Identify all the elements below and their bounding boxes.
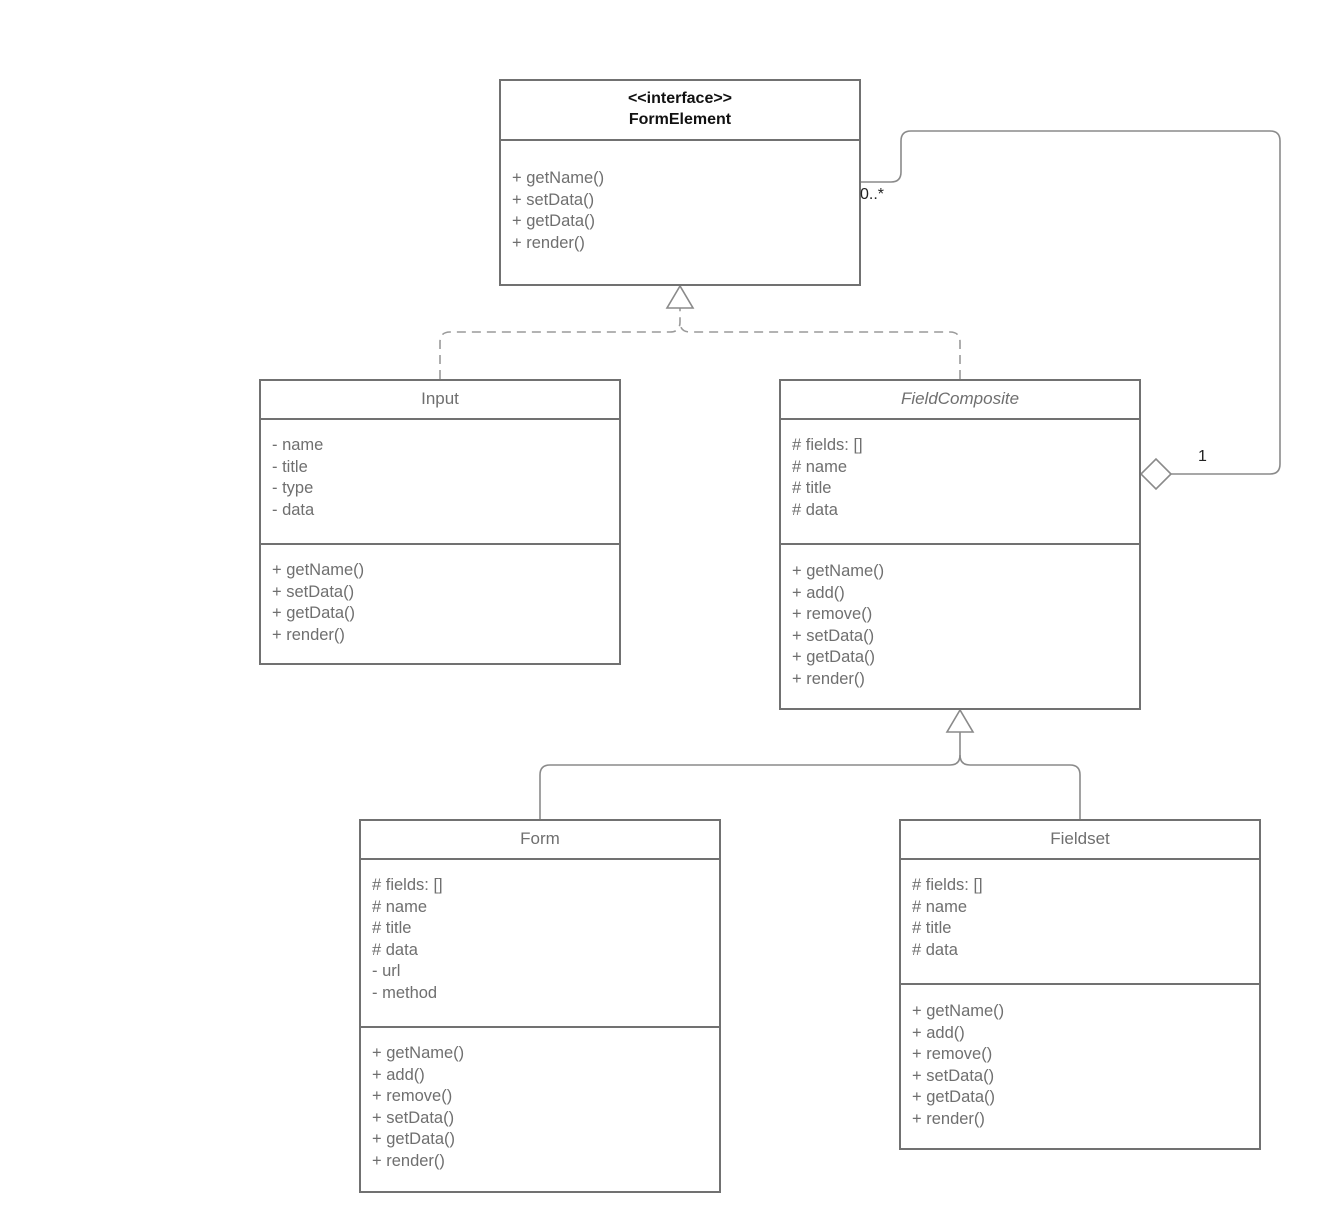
method-item: + render() [512,233,585,252]
attribute-item: - data [272,500,315,519]
fieldset-header: Fieldset [901,821,1259,860]
method-item: + getName() [512,169,605,187]
fieldcomposite-attributes: # fields: [] # name # title # data [781,420,1139,545]
method-item: + setData() [272,582,355,601]
attribute-item: - title [272,457,308,476]
method-item: + getData() [272,604,355,623]
method-item: + setData() [792,626,875,645]
method-item: + getData() [512,212,595,231]
formelement-interface-box: <<interface>> FormElement + getName() + … [499,79,861,286]
attribute-item: - name [272,436,324,454]
attribute-item: # data [372,940,418,959]
realization-line-fieldcomposite [679,321,961,379]
attribute-item: # title [372,919,412,938]
method-item: + remove() [792,605,873,624]
aggregation-line [861,130,1281,475]
method-item: + setData() [912,1066,995,1085]
form-header: Form [361,821,719,860]
fieldset-class-box: Fieldset # fields: [] # name # title # d… [899,819,1261,1150]
input-methods: + getName() + setData() + getData() + re… [261,545,619,646]
fieldcomposite-header: FieldComposite [781,381,1139,420]
formelement-header: <<interface>> FormElement [501,81,859,141]
multiplicity-many-label: 0..* [860,186,885,203]
attribute-item: - url [372,962,401,981]
method-item: + getData() [792,648,875,667]
generalization-line-form [539,732,961,819]
method-item: + setData() [512,190,595,209]
method-item: + getName() [792,562,885,580]
fieldset-methods: + getName() + add() + remove() + setData… [901,985,1259,1131]
formelement-methods: + getName() + setData() + getData() + re… [501,141,859,254]
method-item: + add() [912,1023,965,1042]
attribute-item: - method [372,983,438,1002]
method-item: + add() [792,583,845,602]
method-item: + getName() [272,561,365,579]
class-name: Form [520,829,560,848]
method-item: + add() [372,1065,425,1084]
attribute-item: - type [272,479,314,498]
fieldset-attributes: # fields: [] # name # title # data [901,860,1259,985]
interface-stereotype: <<interface>> [627,90,733,107]
input-attributes: - name - title - type - data [261,420,619,545]
method-item: + setData() [372,1108,455,1127]
attribute-item: # fields: [] [372,876,443,894]
method-item: + render() [912,1109,985,1128]
form-methods: + getName() + add() + remove() + setData… [361,1028,719,1173]
attribute-item: # data [792,500,838,519]
form-class-box: Form # fields: [] # name # title # data … [359,819,721,1193]
attribute-item: # name [372,897,428,916]
method-item: + getData() [912,1088,995,1107]
class-name: FieldComposite [900,389,1020,408]
realization-line-input [439,308,681,379]
method-item: + getName() [372,1044,465,1062]
method-item: + render() [272,625,345,644]
input-header: Input [261,381,619,420]
interface-name: FormElement [628,111,732,128]
method-item: + remove() [372,1087,453,1106]
aggregation-diamond [1139,457,1173,491]
realization-arrowhead [665,284,695,309]
fieldcomposite-class-box: FieldComposite # fields: [] # name # tit… [779,379,1141,710]
attribute-item: # fields: [] [912,876,983,894]
class-name: Fieldset [1050,829,1110,848]
attribute-item: # data [912,940,958,959]
method-item: + getData() [372,1130,455,1149]
method-item: + render() [372,1151,445,1170]
generalization-arrowhead [945,708,975,733]
attribute-item: # fields: [] [792,436,863,454]
method-item: + remove() [912,1045,993,1064]
form-attributes: # fields: [] # name # title # data - url… [361,860,719,1028]
fieldcomposite-methods: + getName() + add() + remove() + setData… [781,545,1139,691]
attribute-item: # name [912,897,968,916]
input-class-box: Input - name - title - type - data + get… [259,379,621,665]
multiplicity-one-label: 1 [1198,448,1207,465]
attribute-item: # title [912,919,952,938]
attribute-item: # name [792,457,848,476]
method-item: + render() [792,669,865,688]
class-name: Input [421,389,459,408]
attribute-item: # title [792,479,832,498]
method-item: + getName() [912,1002,1005,1020]
generalization-line-fieldset [959,754,1081,819]
